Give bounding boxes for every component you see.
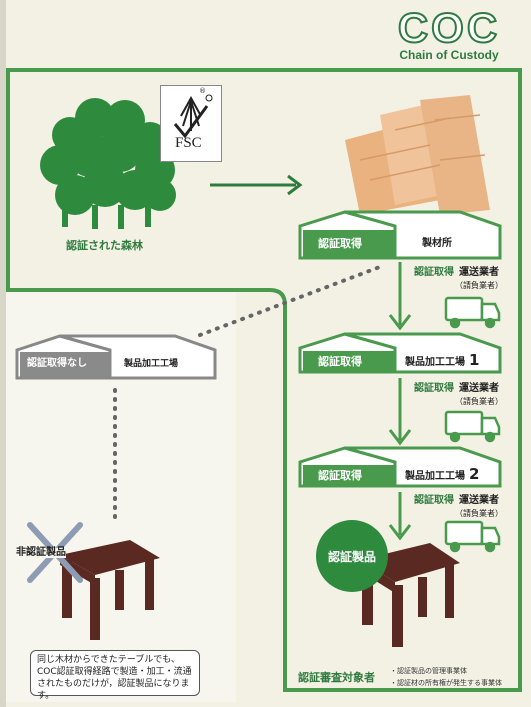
forest-trees xyxy=(40,98,176,229)
uncertified-table xyxy=(60,540,160,640)
factory-1-cert-label: 認証取得 xyxy=(318,355,362,368)
uncertified-factory-building xyxy=(15,334,217,380)
coc-title: COC xyxy=(397,3,501,52)
forest-label: 認証された森林 xyxy=(66,239,143,252)
certified-product-badge: 認証製品 xyxy=(316,520,388,592)
uncertified-cert-label: 認証取得なし xyxy=(27,358,87,369)
factory-2-building xyxy=(298,446,502,488)
note-line-1: 同じ木材からできたテーブルでも、 xyxy=(37,655,180,665)
uncertified-dotted-link xyxy=(198,263,387,337)
factory-2-number: 2 xyxy=(469,465,480,483)
factory-1-building xyxy=(298,332,502,374)
sawmill-cert-label: 認証取得 xyxy=(318,237,362,250)
truck-icon-3 xyxy=(444,520,501,553)
factory-2-name: 製品加工工場 xyxy=(405,471,465,482)
truck-icon-1 xyxy=(444,296,501,329)
transport-2-sub: （請負業者） xyxy=(455,397,503,406)
fsc-tree-check-icon xyxy=(173,94,213,139)
audit-scope-title: 認証審査対象者 xyxy=(298,671,375,684)
sawmill-building xyxy=(298,210,502,260)
uncertified-factory-name: 製品加工工場 xyxy=(124,359,179,369)
factory-1-name: 製品加工工場 xyxy=(405,357,465,368)
lumber-boards xyxy=(345,95,490,215)
truck-icon-2 xyxy=(444,410,501,443)
transport-1-sub: （請負業者） xyxy=(455,281,503,290)
transport-3-name: 運送業者 xyxy=(459,495,499,506)
explanation-note: 同じ木材からできたテーブルでも、 COC認証取得経路で製造・加工・流通 されたも… xyxy=(30,650,200,701)
factory-2-cert-label: 認証取得 xyxy=(318,469,362,482)
coc-subtitle: Chain of Custody xyxy=(399,48,499,62)
vertical-flow-arrows xyxy=(388,262,412,541)
transport-2-name: 運送業者 xyxy=(459,383,499,394)
transport-3-cert: 認証取得 xyxy=(414,495,454,506)
factory-1-number: 1 xyxy=(469,351,480,369)
fsc-logo-text: FSC xyxy=(175,135,202,151)
audit-scope-item-2: ・認証材の所有権が発生する事業体 xyxy=(390,679,502,687)
transport-1-name: 運送業者 xyxy=(459,267,499,278)
audit-scope-item-1: ・認証製品の管理事業体 xyxy=(390,667,467,675)
sawmill-name: 製材所 xyxy=(422,238,452,249)
certified-chain-boundary xyxy=(6,68,522,692)
certified-product-label: 認証製品 xyxy=(327,549,376,564)
uncertified-product-label: 非認証製品 xyxy=(16,547,66,558)
note-line-2: COC認証取得経路で製造・加工・流通 xyxy=(37,667,192,678)
fsc-registered-mark: ® xyxy=(199,87,206,95)
fsc-logo: ® FSC xyxy=(160,85,222,162)
transport-3-sub: （請負業者） xyxy=(455,509,503,518)
transport-2-cert: 認証取得 xyxy=(414,383,454,394)
transport-1-cert: 認証取得 xyxy=(414,267,454,278)
note-line-3: されたものだけが，認証製品になります。 xyxy=(37,679,190,702)
left-margin-band xyxy=(0,0,6,707)
